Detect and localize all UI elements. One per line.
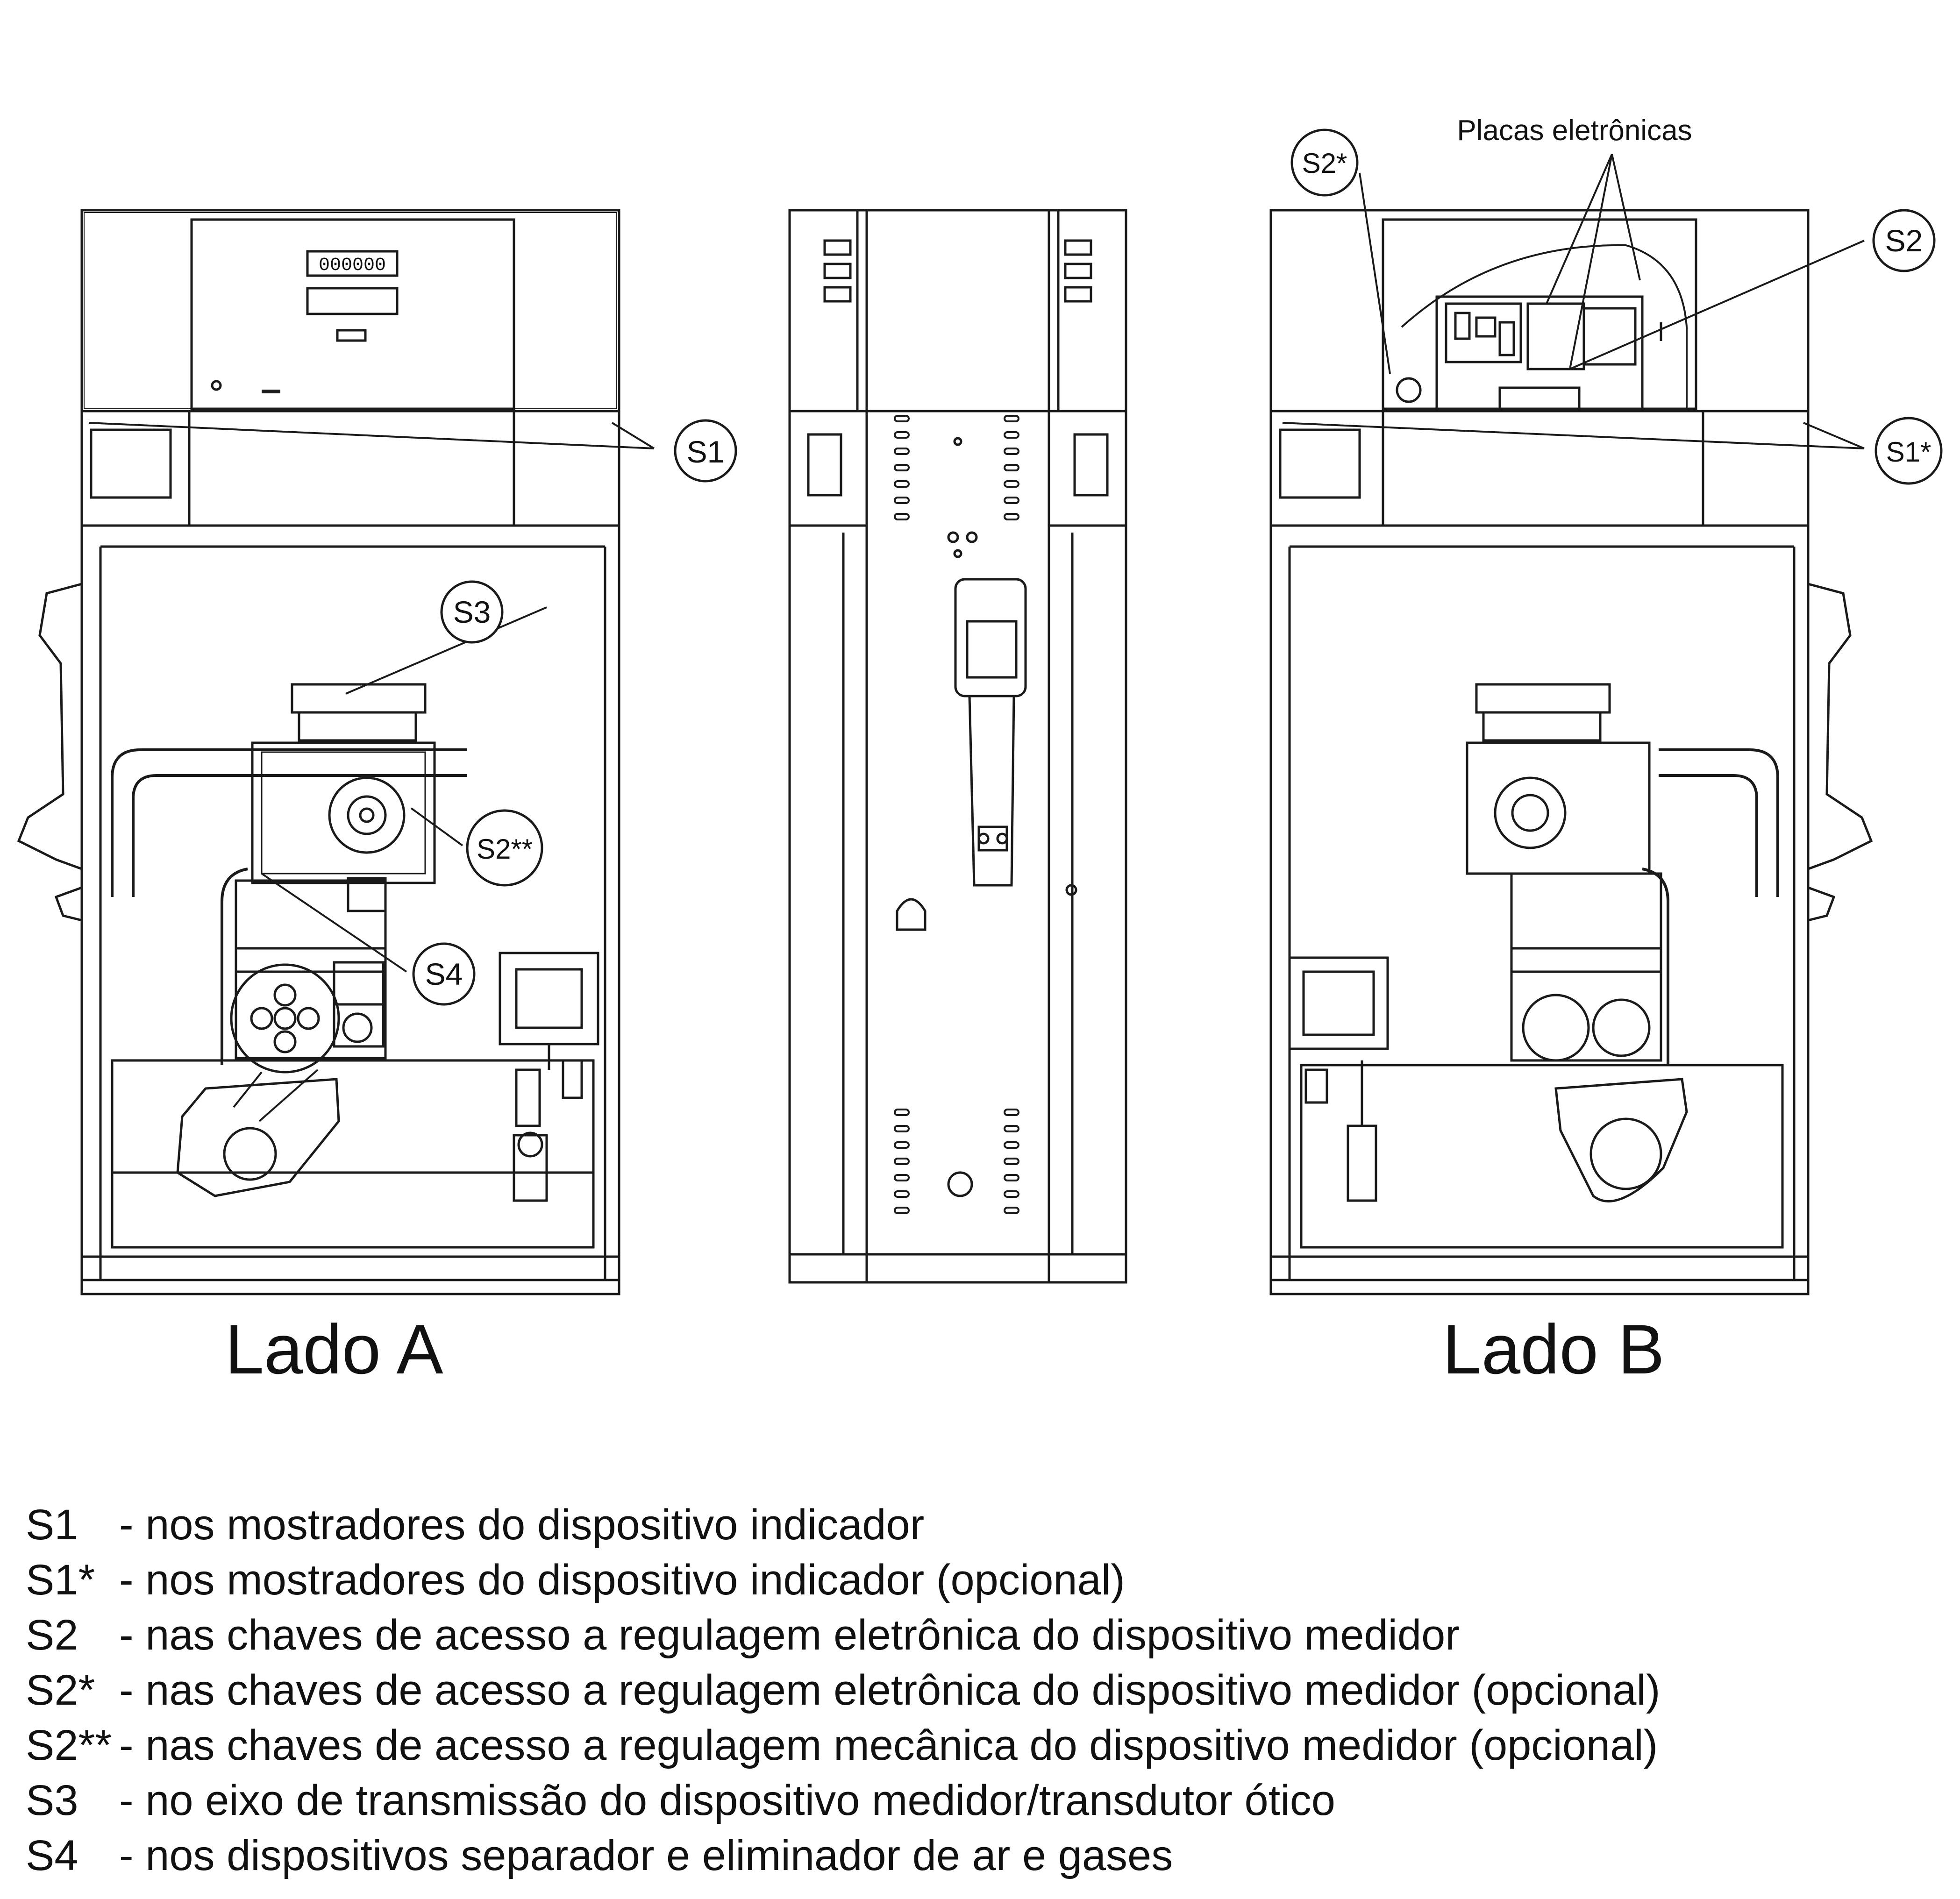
side-b-junction-box [1288,956,1389,1050]
callout-s2-double-star-circle [466,809,543,887]
side-a-display-panel [190,218,515,410]
legend-code: S1 [26,1501,78,1549]
profile-nozzle [954,578,1027,697]
side-a-meter-block [251,741,436,884]
callout-s2-star: S2* [1290,128,1359,197]
side-b-title: Lado B [1442,1310,1664,1388]
callout-s4-circle [412,942,476,1006]
legend-description: - nas chaves de acesso a regulagem mecân… [119,1721,1658,1769]
callout-s3-circle [440,580,504,644]
callout-s1-star-text: S1* [1886,436,1931,468]
callout-s2-text: S2 [1885,223,1923,258]
callout-s1: S1 [674,419,737,483]
side-a-pump-pulley [230,963,340,1074]
callout-s1-text: S1 [687,434,725,469]
legend-item: S3 - no eixo de transmissão do dispositi… [26,1773,1848,1828]
callout-s1-star-circle [1874,417,1943,485]
legend-item: S4 - nos dispositivos separador e elimin… [26,1828,1848,1883]
fuel-dispenser-diagram: S1 S3 S2** S4 S2* S2 S1* 000000 Placas e… [17,114,1943,1388]
legend-description: - nos mostradores do dispositivo indicad… [119,1556,1125,1604]
side-a-view [17,209,620,1295]
legend-description: - nos dispositivos separador e eliminado… [119,1832,1173,1879]
callout-s3-text: S3 [453,595,491,629]
callout-s3: S3 [440,580,504,644]
side-b-separator [1510,872,1662,1062]
side-b-display-head [1269,209,1810,413]
side-b-pump [1554,1078,1688,1202]
callout-s2-circle [1872,209,1936,272]
legend-code: S1* [26,1556,95,1604]
legend-item: S1 - nos mostradores do dispositivo indi… [26,1497,1848,1552]
callout-leaders [88,154,1865,973]
callout-s1-star: S1* [1874,417,1943,485]
legend-code: S2* [26,1666,95,1714]
callout-s4-text: S4 [425,957,463,991]
placas-eletronicas-label: Placas eletrônicas [1457,114,1692,147]
side-b-nozzle-holder [1808,583,1873,870]
side-a-display-head [80,209,620,413]
legend-description: - no eixo de transmissão do dispositivo … [119,1777,1335,1824]
callout-s2: S2 [1872,209,1936,272]
legend-item: S2 - nas chaves de acesso a regulagem el… [26,1607,1848,1663]
side-a-lower-band [80,410,620,527]
callout-s2-star-circle [1290,128,1359,197]
callout-s4: S4 [412,942,476,1006]
seal-legend: S1 - nos mostradores do dispositivo indi… [26,1497,1848,1883]
profile-vent-slots [894,415,1019,1214]
side-b-lower-band [1269,410,1810,527]
legend-description: - nas chaves de acesso a regulagem eletr… [119,1666,1661,1714]
side-a-nozzle-holder [17,583,82,870]
side-profile-view [788,209,1127,1284]
side-b-body [1269,524,1810,1281]
legend-code: S3 [26,1777,78,1824]
callout-s1-circle [674,419,737,483]
side-b-view [1269,209,1873,1295]
side-a-counter-window [306,250,399,277]
legend-code: S2 [26,1611,78,1659]
callout-s2-double-star-text: S2** [477,833,533,865]
counter-display-text: 000000 [319,255,386,276]
legend-code: S4 [26,1832,78,1879]
legend-item: S1* - nos mostradores do dispositivo ind… [26,1552,1848,1607]
side-a-junction-box [499,952,599,1046]
callout-s2-star-text: S2* [1302,148,1347,179]
legend-description: - nos mostradores do dispositivo indicad… [119,1501,925,1549]
side-a-motor [176,1078,340,1197]
legend-item: S2** - nas chaves de acesso a regulagem … [26,1718,1848,1773]
side-a-pulser [328,776,406,854]
legend-item: S2* - nas chaves de acesso a regulagem e… [26,1663,1848,1718]
callout-s2-double-star: S2** [466,809,543,887]
side-a-separator [235,879,387,1060]
side-a-body [80,524,620,1281]
side-a-title: Lado A [225,1310,443,1388]
side-b-meter-top-cap [1475,683,1611,714]
legend-description: - nas chaves de acesso a regulagem eletr… [119,1611,1460,1659]
legend-code: S2** [26,1721,112,1769]
